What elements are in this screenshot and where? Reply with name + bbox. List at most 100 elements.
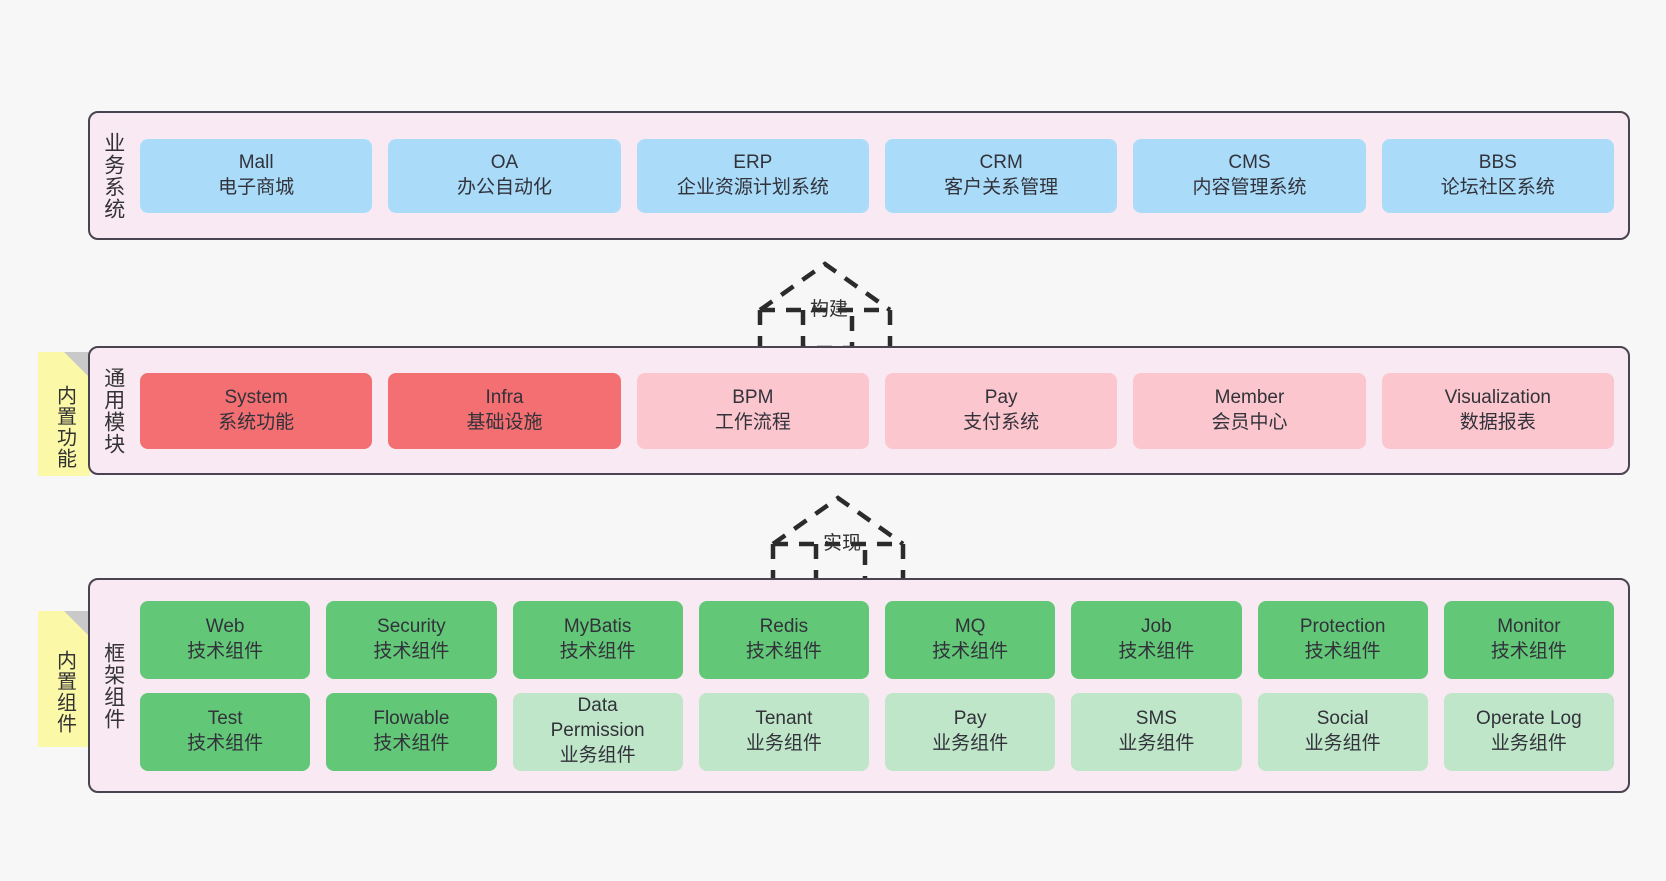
node-title: Flowable [373,707,450,729]
node-crm[interactable]: CRM 客户关系管理 [884,138,1118,213]
node-cms[interactable]: CMS 内容管理系统 [1133,138,1366,213]
node-subtitle: 技术组件 [1118,640,1195,662]
node-title: Pay [953,707,987,729]
node-title: Operate Log [1476,707,1582,729]
node-subtitle: 工作流程 [714,411,791,433]
node-subtitle: 业务组件 [932,732,1009,754]
node-mq[interactable]: MQ 技术组件 [885,600,1056,679]
node-title: MyBatis [563,615,632,637]
node-security[interactable]: Security 技术组件 [326,600,497,679]
node-title: Infra [485,386,524,408]
node-subtitle: 业务组件 [745,732,822,754]
node-title: Redis [759,615,809,637]
node-test[interactable]: Test 技术组件 [140,692,311,771]
node-member[interactable]: Member 会员中心 [1133,372,1366,449]
node-title: CMS [1228,151,1271,173]
connector-label-implement: 实现 [823,533,862,554]
node-subtitle: 业务组件 [559,744,636,766]
node-social[interactable]: Social 业务组件 [1257,692,1428,771]
layer-label-business-systems: 业务系统 [101,131,125,220]
node-mall[interactable]: Mall 电子商城 [140,138,373,213]
node-subtitle: 系统功能 [218,411,295,433]
node-tenant[interactable]: Tenant 业务组件 [698,692,869,771]
node-subtitle: 电子商城 [218,176,295,198]
node-subtitle: 会员中心 [1211,411,1288,433]
node-web[interactable]: Web 技术组件 [140,600,311,679]
sticky-note-builtin-features: 内置功能 [38,352,90,476]
node-title: Member [1214,386,1285,408]
node-flowable[interactable]: Flowable 技术组件 [326,692,497,771]
node-row: Web 技术组件 Security 技术组件 MyBatis 技术组件 Redi… [140,600,1614,679]
node-title: Job [1141,615,1172,637]
connector-build: 构建 [755,258,905,351]
node-title: Mall [238,151,274,173]
layer-common-modules: 通用模块 System 系统功能 Infra 基础设施 BPM 工作流程 Pay… [88,346,1630,475]
node-title: Protection [1299,615,1386,637]
node-title: System [224,386,288,408]
node-subtitle: 技术组件 [373,640,450,662]
node-redis[interactable]: Redis 技术组件 [698,600,869,679]
node-title: Test [207,707,243,729]
node-erp[interactable]: ERP 企业资源计划系统 [636,138,869,213]
node-subtitle: 内容管理系统 [1192,176,1307,198]
node-monitor[interactable]: Monitor 技术组件 [1443,600,1614,679]
node-mybatis[interactable]: MyBatis 技术组件 [512,600,683,679]
node-title: Visualization [1444,386,1551,408]
node-subtitle: 业务组件 [1118,732,1195,754]
node-subtitle: 数据报表 [1459,411,1536,433]
node-subtitle: 技术组件 [559,640,636,662]
node-sms[interactable]: SMS 业务组件 [1071,692,1242,771]
layer-label-framework-components: 框架组件 [101,641,125,730]
layer-body-framework-components: Web 技术组件 Security 技术组件 MyBatis 技术组件 Redi… [136,580,1628,791]
node-subtitle: 办公自动化 [456,176,552,198]
node-subtitle: 业务组件 [1304,732,1381,754]
node-system[interactable]: System 系统功能 [140,372,373,449]
node-title: Tenant [755,707,813,729]
node-subtitle: 业务组件 [1490,732,1567,754]
node-subtitle: 技术组件 [1304,640,1381,662]
node-pay-business[interactable]: Pay 业务组件 [885,692,1056,771]
node-operate-log[interactable]: Operate Log 业务组件 [1443,692,1614,771]
node-job[interactable]: Job 技术组件 [1071,600,1242,679]
node-subtitle: 技术组件 [373,732,450,754]
node-title: MQ [954,615,986,637]
node-data-permission[interactable]: Data Permission 业务组件 [512,692,683,771]
node-bpm[interactable]: BPM 工作流程 [636,372,869,449]
node-row: Mall 电子商城 OA 办公自动化 ERP 企业资源计划系统 CRM 客户关系… [140,138,1614,213]
node-infra[interactable]: Infra 基础设施 [388,372,621,449]
node-subtitle: 支付系统 [963,411,1040,433]
node-subtitle: 论坛社区系统 [1440,176,1555,198]
layer-label-common-modules: 通用模块 [101,366,125,455]
node-subtitle: 技术组件 [932,640,1009,662]
layer-framework-components: 框架组件 Web 技术组件 Security 技术组件 MyBatis 技术组件… [88,578,1630,793]
node-pay[interactable]: Pay 支付系统 [884,372,1118,449]
node-title: Pay [984,386,1018,408]
node-subtitle: 客户关系管理 [944,176,1059,198]
layer-business-systems: 业务系统 Mall 电子商城 OA 办公自动化 ERP 企业资源计划系统 CRM… [88,111,1630,240]
node-subtitle: 基础设施 [466,411,543,433]
sticky-note-builtin-components: 内置组件 [38,611,90,747]
node-title: OA [490,151,519,173]
node-title: SMS [1135,707,1177,729]
node-row: System 系统功能 Infra 基础设施 BPM 工作流程 Pay 支付系统… [140,372,1614,449]
node-visualization[interactable]: Visualization 数据报表 [1381,372,1614,449]
connector-implement: 实现 [768,492,918,585]
node-subtitle: 企业资源计划系统 [676,176,829,198]
node-title: Security [377,615,446,637]
layer-body-common-modules: System 系统功能 Infra 基础设施 BPM 工作流程 Pay 支付系统… [136,348,1628,473]
node-title: Social [1316,707,1369,729]
node-title: BBS [1478,151,1517,173]
connector-label-build: 构建 [810,299,849,320]
node-protection[interactable]: Protection 技术组件 [1257,600,1428,679]
node-title: Web [205,615,245,637]
node-title: BPM [732,386,774,408]
node-title: CRM [979,151,1023,173]
node-oa[interactable]: OA 办公自动化 [388,138,621,213]
node-subtitle: 技术组件 [187,640,264,662]
node-subtitle: 技术组件 [187,732,264,754]
node-title: ERP [733,151,773,173]
node-bbs[interactable]: BBS 论坛社区系统 [1381,138,1614,213]
node-title: Data Permission [550,695,645,742]
node-subtitle: 技术组件 [745,640,822,662]
node-title: Monitor [1497,615,1561,637]
